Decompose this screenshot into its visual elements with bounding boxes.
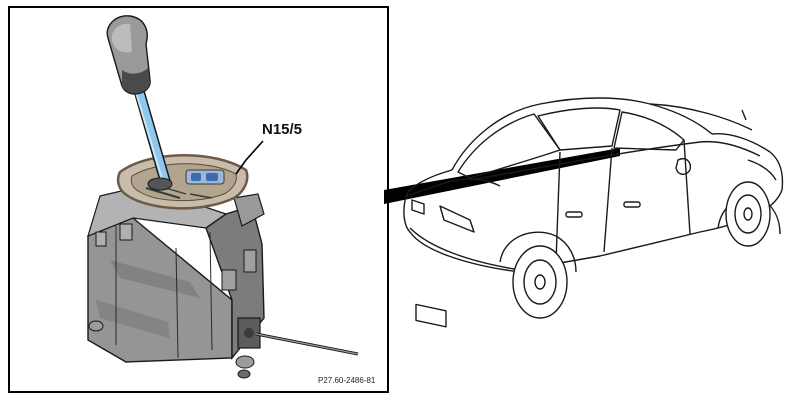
taillight [411,199,425,215]
side-mirror [675,158,692,175]
license-plate [415,303,447,328]
housing-shade-band [110,260,200,298]
selector-panel-n15-5 [116,154,249,210]
rear-window [457,113,561,179]
housing-shade-band [96,300,170,338]
housing-rib [209,231,213,351]
rear-wheel-rim [523,259,557,305]
roof-line [451,97,713,171]
door-seam [683,139,691,235]
door-handle [623,201,641,208]
door-seam [603,147,613,253]
hood-crease [649,103,753,131]
rear-shoulder [405,169,453,197]
pointer-wedge [384,148,620,204]
shift-lever [106,15,173,191]
door-handle [565,211,583,218]
mounting-tab [243,249,257,273]
mounting-foot [235,355,255,369]
mounting-tab [221,269,237,291]
rear-wheel-arch [499,231,577,273]
shift-gate-mark [189,193,213,199]
display-indicator-icon [206,173,218,181]
mounting-tab [95,231,107,247]
headlight [747,159,777,181]
callout-leader [235,140,264,175]
antenna [741,109,747,121]
mounting-foot [88,320,104,332]
front-wheel-rim [734,194,762,234]
hood-line [711,133,784,191]
mounting-tab [119,223,133,241]
rear-side-window [537,107,621,151]
front-wheel-hub [743,207,753,221]
shift-knob-highlight [111,23,132,53]
beltline [469,140,761,181]
linkage-pivot [244,328,254,338]
figure-reference-code: P27.60-2486-81 [318,376,376,385]
shift-module-assembly [87,185,359,379]
housing-rib [175,247,179,359]
rear-bumper [403,195,521,273]
door-seam [555,151,561,263]
side-bracket [233,193,265,227]
rear-wheel [512,245,568,319]
taillight [439,205,475,233]
selector-cable-highlight [255,333,359,355]
sedan-outline [403,97,784,328]
display-indicator-icon [191,173,201,181]
component-label: N15/5 [262,121,303,138]
shift-gate-mark [145,187,181,199]
shift-knob-collar [122,68,150,94]
front-side-window [613,111,685,151]
lever-boot [147,177,173,191]
rear-wheel-hub [534,274,546,290]
body-lower-line [409,189,783,271]
mounting-foot [237,369,251,379]
front-wheel [725,181,771,247]
